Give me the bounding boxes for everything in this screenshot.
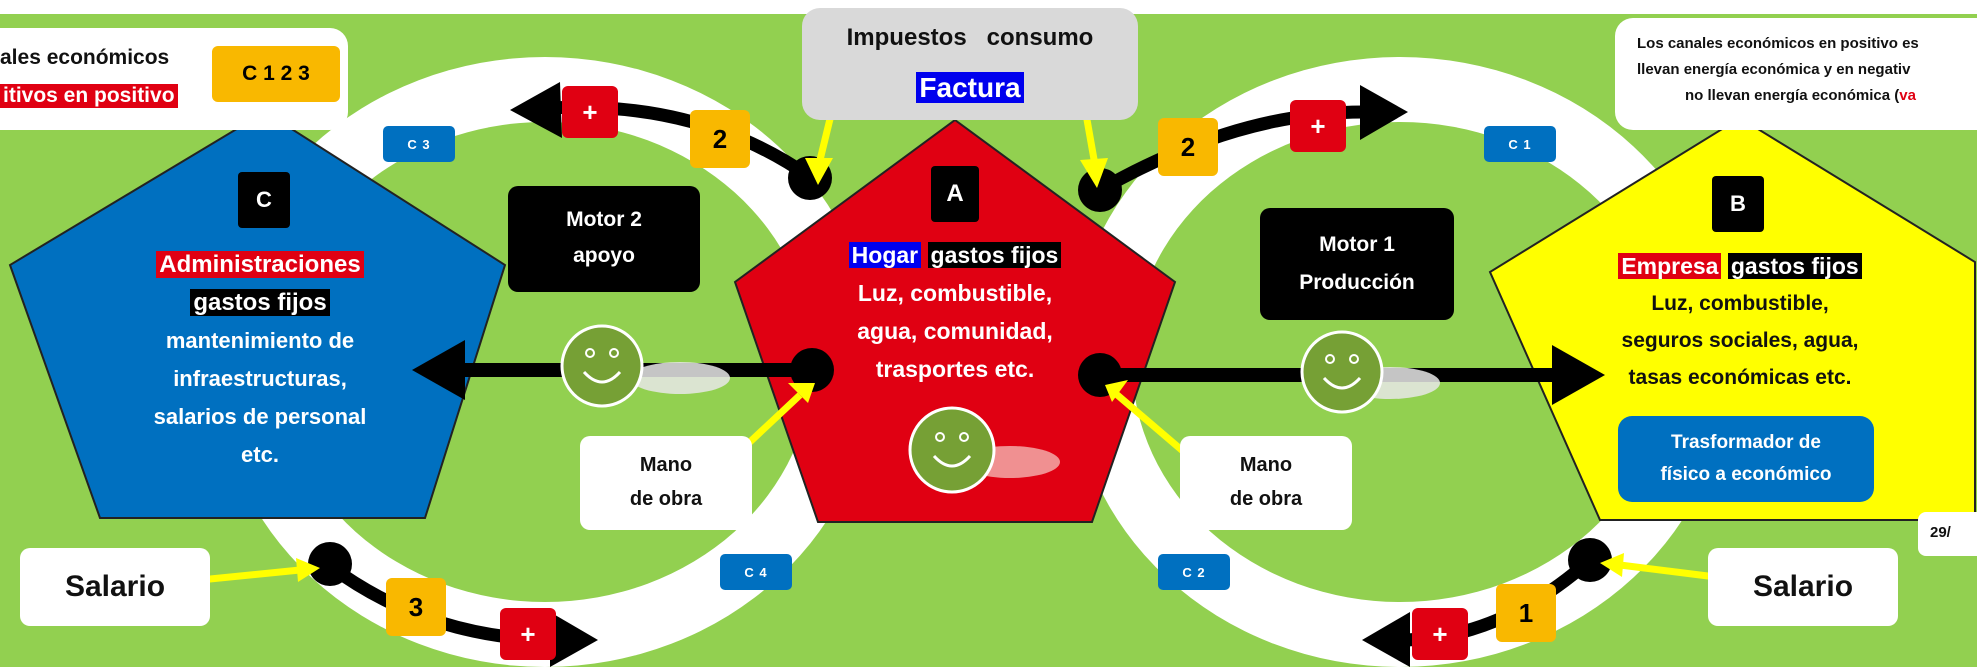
mano-obra-left-line2: de obra	[629, 488, 703, 510]
arrow-top-right-head	[1360, 85, 1408, 140]
node-c-line4: etc.	[241, 442, 279, 467]
channel-c4-badge: C 4	[720, 554, 792, 590]
salario-right-box: Salario	[1708, 548, 1898, 626]
node-c-highlight: Administraciones	[156, 251, 364, 278]
arrow-a-to-b-head	[1552, 345, 1605, 405]
motor-1-line1: Motor 1	[1319, 233, 1395, 256]
node-a-highlight: Hogar	[848, 242, 922, 268]
channel-c3-badge: C 3	[383, 126, 455, 162]
node-a-letter: A	[931, 166, 979, 222]
transformador-box: Trasformador de físico a económico	[1618, 416, 1874, 502]
transformador-line1: Trasformador de	[1671, 432, 1821, 453]
mano-obra-left-box: Mano de obra	[580, 436, 752, 530]
node-c-line1: mantenimiento de	[165, 328, 355, 353]
smiley-right	[1300, 330, 1440, 414]
salario-left-box: Salario	[20, 548, 210, 626]
node-a-title: gastos fijos	[927, 242, 1062, 268]
node-b-letter: B	[1712, 176, 1764, 232]
channel-c2-badge: C 2	[1158, 554, 1230, 590]
motor-1-line2: Producción	[1299, 271, 1415, 294]
arrow-bottom-left-head	[550, 612, 598, 667]
smiley-center	[908, 406, 1060, 494]
node-c-title: gastos fijos	[190, 289, 330, 316]
arrow-a-to-c-head	[412, 340, 465, 400]
node-c-text: Administraciones gastos fijos mantenimie…	[100, 246, 420, 474]
mano-obra-right-line2: de obra	[1229, 488, 1303, 510]
node-b-line1: Luz, combustible,	[1651, 292, 1829, 315]
node-b-line3: tasas económicas etc.	[1628, 366, 1852, 389]
top-left-legend-box: ales económicos itivos en positivo C 1 2…	[0, 28, 348, 130]
bottom-left-dot	[308, 542, 352, 586]
node-c-line2: infraestructuras,	[173, 366, 347, 391]
note-line2: llevan energía económica y en negativ	[1637, 61, 1911, 78]
page-number: 29/	[1918, 512, 1977, 556]
node-c-line3: salarios de personal	[153, 404, 367, 429]
bottom-right-dot	[1568, 538, 1612, 582]
node-a-pentagon	[733, 118, 1177, 523]
node-b-text: Empresa gastos fijos Luz, combustible, s…	[1570, 248, 1910, 396]
top-right-dot	[1078, 168, 1122, 212]
legend-line2: itivos en positivo	[0, 84, 178, 108]
plus-badge-top-left: +	[562, 86, 618, 138]
plus-badge-bottom-left: +	[500, 608, 556, 660]
number-badge-2-left: 2	[690, 110, 750, 168]
node-b-line2: seguros sociales, agua,	[1621, 329, 1859, 352]
legend-code-badge: C 1 2 3	[212, 46, 340, 102]
arrow-top-left-head	[510, 82, 562, 138]
impuestos-label: Impuestos consumo	[846, 24, 1094, 51]
factura-label: Factura	[916, 72, 1024, 103]
mano-obra-right-line1: Mano	[1239, 454, 1293, 476]
channel-c1-badge: C 1	[1484, 126, 1556, 162]
number-badge-1: 1	[1496, 584, 1556, 642]
motor-2-box: Motor 2 apoyo	[508, 186, 700, 292]
motor-1-box: Motor 1 Producción	[1260, 208, 1454, 320]
motor-2-line1: Motor 2	[566, 208, 642, 231]
note-line1: Los canales económicos en positivo es	[1637, 35, 1919, 52]
mano-obra-right-box: Mano de obra	[1180, 436, 1352, 530]
node-a-left-dot	[790, 348, 834, 392]
note-line3-red: va	[1899, 87, 1916, 104]
impuestos-box: Impuestos consumo Factura	[802, 8, 1138, 120]
arrow-bottom-right-head	[1362, 612, 1410, 667]
number-badge-2-right: 2	[1158, 118, 1218, 176]
legend-line1: ales económicos	[0, 46, 170, 69]
node-b-title: gastos fijos	[1727, 253, 1862, 279]
node-a-line2: agua, comunidad,	[857, 318, 1053, 344]
node-a-line3: trasportes etc.	[875, 356, 1035, 382]
plus-badge-bottom-right: +	[1412, 608, 1468, 660]
node-a-text: Hogar gastos fijos Luz, combustible, agu…	[780, 236, 1130, 388]
node-c-letter: C	[238, 172, 290, 228]
smiley-left	[560, 324, 730, 408]
top-right-note: Los canales económicos en positivo es ll…	[1615, 18, 1977, 130]
node-a-line1: Luz, combustible,	[857, 280, 1053, 306]
plus-badge-top-right: +	[1290, 100, 1346, 152]
number-badge-3: 3	[386, 578, 446, 636]
transformador-line2: físico a económico	[1660, 464, 1832, 485]
note-line3: no llevan energía económica (	[1685, 87, 1900, 104]
mano-obra-left-line1: Mano	[639, 454, 693, 476]
motor-2-line2: apoyo	[573, 244, 635, 267]
node-b-highlight: Empresa	[1618, 253, 1722, 279]
